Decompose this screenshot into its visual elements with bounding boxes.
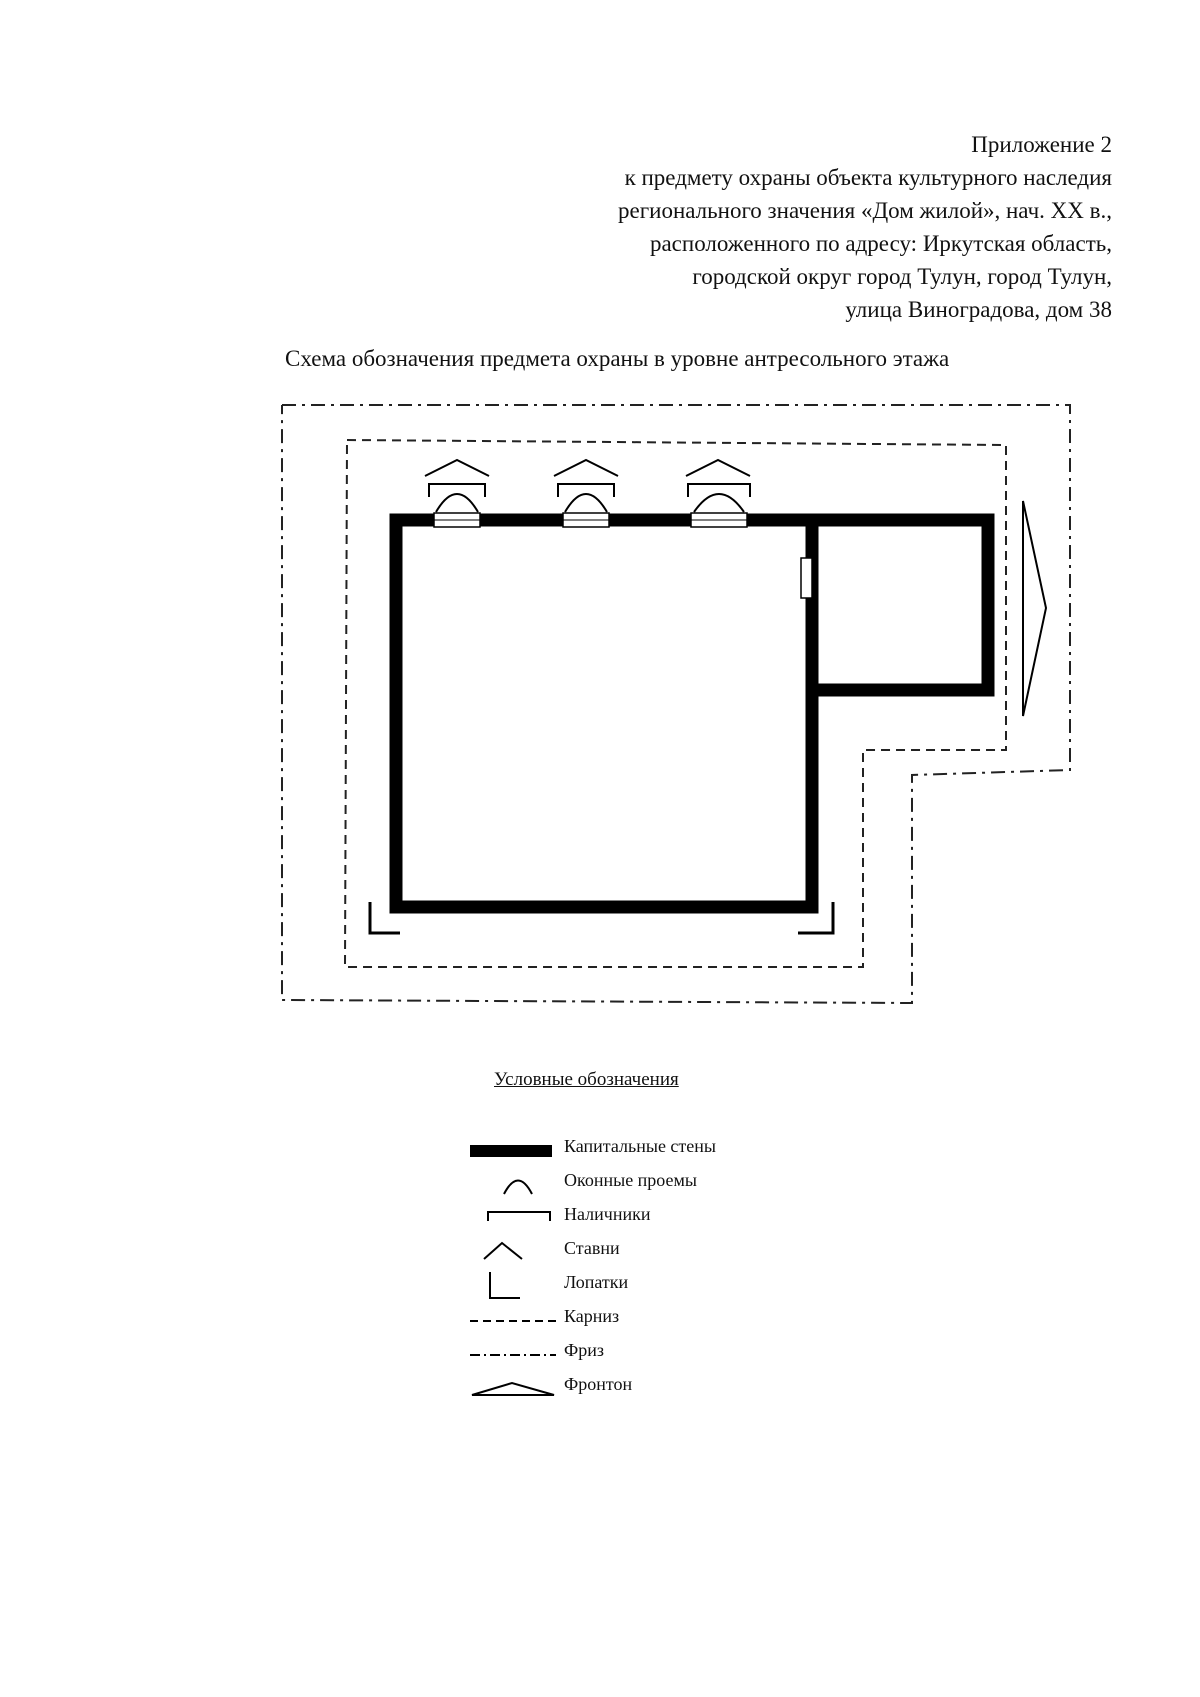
header-line: городской округ город Тулун, город Тулун… (692, 264, 1112, 289)
pilaster-corner-symbol (489, 1272, 520, 1299)
legend-label: Фронтон (564, 1374, 633, 1394)
legend-item: Оконные проемы (470, 1167, 790, 1201)
legend-item: Фриз (470, 1337, 790, 1371)
legend: Капитальные стены Оконные проемы Налични… (470, 1133, 790, 1405)
legend-item: Фронтон (470, 1371, 790, 1405)
capital-wall-main (389, 513, 819, 914)
architrave-bracket-symbol (487, 1211, 551, 1221)
pilaster-right (798, 902, 835, 935)
capital-wall-annex (806, 513, 995, 697)
header-line: к предмету охраны объекта культурного на… (624, 165, 1112, 190)
legend-label: Лопатки (564, 1272, 629, 1292)
legend-label: Наличники (564, 1204, 651, 1224)
legend-label: Капитальные стены (564, 1136, 716, 1156)
frieze-dashdot-symbol (470, 1354, 556, 1356)
legend-item: Наличники (470, 1201, 790, 1235)
pediment (1022, 500, 1048, 717)
window-3 (685, 458, 751, 528)
cornice-dashed-symbol (470, 1320, 556, 1322)
pilaster-left (368, 902, 400, 935)
legend-label: Фриз (564, 1340, 604, 1360)
thick-wall-symbol (470, 1145, 552, 1157)
door-opening (800, 557, 813, 599)
legend-title: Условные обозначения (494, 1069, 679, 1090)
header-line: улица Виноградова, дом 38 (845, 297, 1112, 322)
legend-label: Ставни (564, 1238, 620, 1258)
legend-item: Ставни (470, 1235, 790, 1269)
pediment-symbol (471, 1381, 555, 1396)
window-2 (553, 458, 619, 528)
legend-item: Карниз (470, 1303, 790, 1337)
floor-plan-diagram (281, 404, 1071, 1005)
frieze-outline (281, 404, 1071, 1005)
window-arc-symbol (503, 1179, 533, 1195)
legend-item: Лопатки (470, 1269, 790, 1303)
scheme-title: Схема обозначения предмета охраны в уров… (285, 346, 950, 371)
window-1 (424, 458, 490, 528)
header-line: регионального значения «Дом жилой», нач.… (618, 198, 1112, 223)
appendix-header: Приложение 2 к предмету охраны объекта к… (352, 128, 1112, 326)
header-line: Приложение 2 (971, 132, 1112, 157)
header-line: расположенного по адресу: Иркутская обла… (649, 231, 1112, 256)
shutter-chevron-symbol (483, 1241, 523, 1260)
legend-label: Карниз (564, 1306, 620, 1326)
legend-item: Капитальные стены (470, 1133, 790, 1167)
legend-label: Оконные проемы (564, 1170, 698, 1190)
